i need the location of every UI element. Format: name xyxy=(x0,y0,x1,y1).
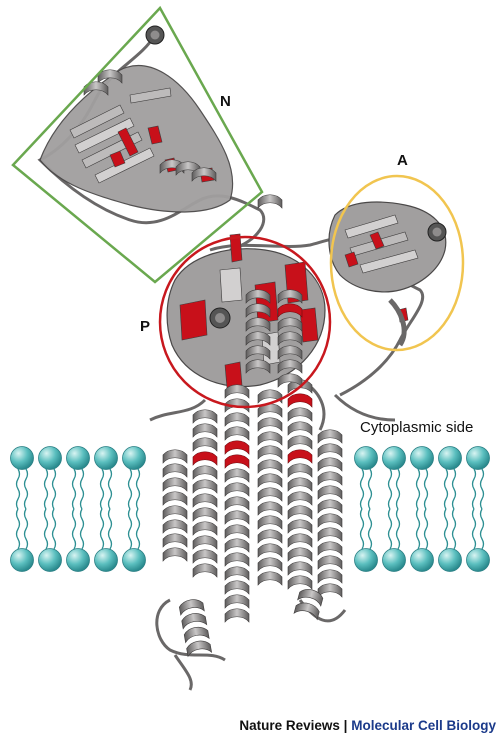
membrane-left xyxy=(9,445,147,573)
cytoplasmic-side-label: Cytoplasmic side xyxy=(360,419,473,436)
lipid-molecule-icon xyxy=(353,445,491,573)
journal-subject: Molecular Cell Biology xyxy=(351,718,496,733)
credit-separator: | xyxy=(343,718,348,733)
n-domain-box xyxy=(11,5,264,284)
membrane-right xyxy=(353,445,491,573)
p-domain-circle xyxy=(158,235,332,409)
a-domain-circle xyxy=(329,174,465,352)
protein-ribbon-icon xyxy=(37,25,447,691)
journal-name: Nature Reviews xyxy=(239,718,340,733)
lipid-molecule-icon xyxy=(9,445,147,573)
n-domain-label: N xyxy=(220,93,231,110)
p-domain-label: P xyxy=(140,318,150,335)
journal-credit: Nature Reviews | Molecular Cell Biology xyxy=(0,718,496,733)
a-domain-label: A xyxy=(397,152,408,169)
